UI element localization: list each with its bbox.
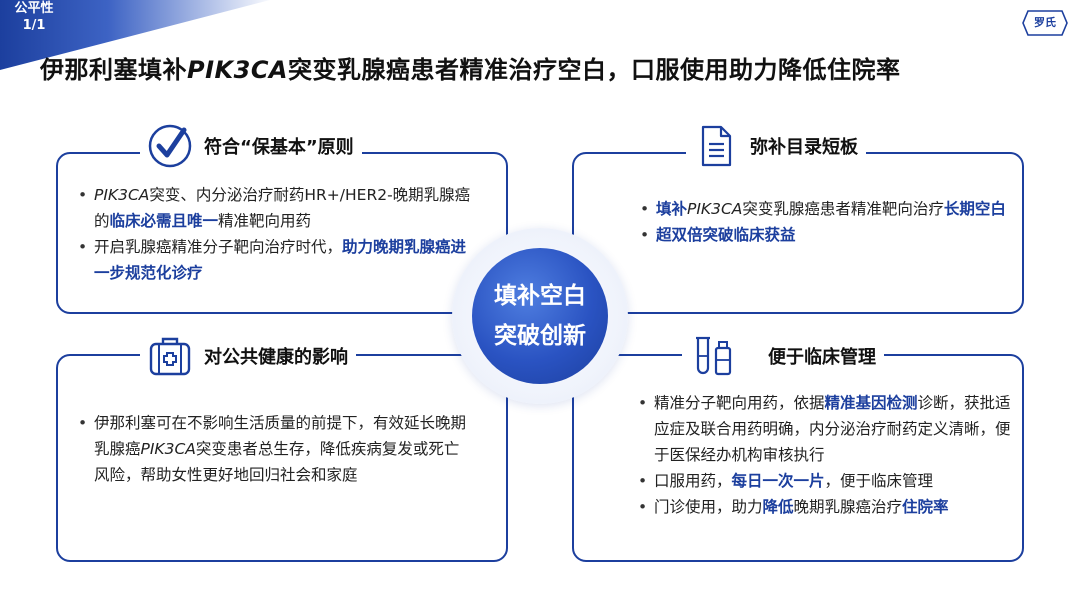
item-highlight: 每日一次一片 [731, 472, 825, 490]
title-gene: PIK3CA [187, 56, 289, 84]
card-catalog-list: 填补PIK3CA突变乳腺癌患者精准靶向治疗长期空白 超双倍突破临床获益 [638, 196, 1008, 248]
item-text: 精准靶向用药 [218, 212, 312, 230]
item-text: 精准分子靶向用药，依据 [654, 394, 825, 412]
medical-kit-icon [149, 337, 191, 376]
list-item: 填补PIK3CA突变乳腺癌患者精准靶向治疗长期空白 [638, 196, 1008, 222]
gene-name: PIK3CA [140, 440, 196, 458]
document-icon [701, 125, 732, 167]
roche-logo [1022, 10, 1068, 36]
item-highlight: 超双倍突破临床获益 [656, 226, 796, 244]
page-number: 1/1 [22, 18, 46, 33]
list-item: PIK3CA突变、内分泌治疗耐药HR+/HER2-晚期乳腺癌的临床必需且唯一精准… [76, 182, 471, 234]
list-item: 开启乳腺癌精准分子靶向治疗时代，助力晚期乳腺癌进一步规范化诊疗 [76, 234, 471, 286]
item-text: 伊那利塞可在不影响生活质量的前提下，有效延长晚期乳腺癌 [94, 414, 467, 458]
title-part2: 突变乳腺癌患者精准治疗空白，口服使用助力降低住院率 [288, 56, 901, 84]
card-basic-title: 符合“保基本”原则 [204, 137, 354, 158]
card-basic-list: PIK3CA突变、内分泌治疗耐药HR+/HER2-晚期乳腺癌的临床必需且唯一精准… [76, 182, 471, 286]
card-catalog-heading: 弥补目录短板 [686, 124, 866, 168]
item-highlight: 助力晚期乳腺癌进一步规范化诊疗 [94, 238, 467, 282]
item-text: 诊断，获批适应症及联合用药明确，内分泌治疗耐药定义清晰，便于医保经办机构审核执行 [654, 394, 1011, 464]
item-highlight: 临床必需且唯一 [109, 212, 219, 230]
title-part1: 伊那利塞填补 [40, 56, 187, 84]
card-catalog-title: 弥补目录短板 [750, 137, 858, 158]
card-public-heading: 对公共健康的影响 [140, 334, 356, 378]
card-clinical-heading: 便于临床管理 [682, 334, 884, 378]
list-item: 精准分子靶向用药，依据精准基因检测诊断，获批适应症及联合用药明确，内分泌治疗耐药… [636, 390, 1011, 468]
center-badge: 填补空白 突破创新 [472, 248, 608, 384]
item-text: 开启乳腺癌精准分子靶向治疗时代， [94, 238, 343, 256]
item-highlight: 填补 [656, 200, 688, 218]
item-text: 口服用药， [654, 472, 732, 490]
card-clinical-title: 便于临床管理 [768, 347, 876, 368]
card-public-list: 伊那利塞可在不影响生活质量的前提下，有效延长晚期乳腺癌PIK3CA突变患者总生存… [76, 410, 471, 488]
corner-label: 公平性 1/1 [6, 0, 62, 34]
item-highlight: 住院率 [902, 498, 949, 516]
lab-tubes-icon [696, 336, 732, 376]
corner-category: 公平性 [14, 1, 54, 16]
item-text: 突变患者总生存，降低疾病复发或死亡风险，帮助女性更好地回归社会和家庭 [94, 440, 460, 484]
item-text: ，便于临床管理 [824, 472, 934, 490]
item-text: 突变乳腺癌患者精准靶向治疗 [742, 200, 944, 218]
card-public-title: 对公共健康的影响 [204, 347, 348, 368]
list-item: 口服用药，每日一次一片，便于临床管理 [636, 468, 1011, 494]
logo-text: 罗氏 [1034, 16, 1056, 29]
page-title: 伊那利塞填补PIK3CA突变乳腺癌患者精准治疗空白，口服使用助力降低住院率 [40, 50, 1040, 85]
center-line2: 突破创新 [494, 323, 586, 349]
item-text: 门诊使用，助力 [654, 498, 763, 516]
list-item: 门诊使用，助力降低晚期乳腺癌治疗住院率 [636, 494, 1011, 520]
card-clinical-list: 精准分子靶向用药，依据精准基因检测诊断，获批适应症及联合用药明确，内分泌治疗耐药… [636, 390, 1011, 520]
list-item: 伊那利塞可在不影响生活质量的前提下，有效延长晚期乳腺癌PIK3CA突变患者总生存… [76, 410, 471, 488]
item-text: 晚期乳腺癌治疗 [793, 498, 903, 516]
gene-name: PIK3CA [94, 186, 150, 204]
item-highlight: 精准基因检测 [824, 394, 918, 412]
gene-name: PIK3CA [687, 200, 743, 218]
list-item: 超双倍突破临床获益 [638, 222, 1008, 248]
check-circle-icon [148, 124, 192, 168]
item-highlight: 长期空白 [943, 200, 1006, 218]
card-basic-heading: 符合“保基本”原则 [140, 124, 362, 168]
item-text: 突变、内分泌治疗耐药HR+/HER2-晚期乳腺癌的 [94, 186, 471, 230]
center-line1: 填补空白 [494, 283, 586, 309]
item-highlight: 降低 [762, 498, 794, 516]
